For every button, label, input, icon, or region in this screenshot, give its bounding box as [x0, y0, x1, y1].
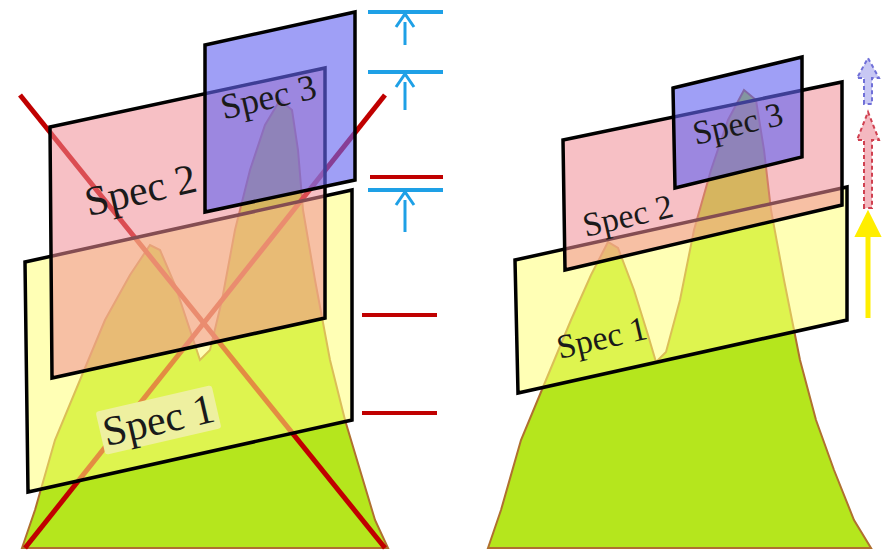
stack-arrow	[866, 232, 871, 318]
stack-arrows	[856, 58, 880, 318]
limit-bar	[362, 313, 437, 317]
arrow-head	[396, 192, 414, 205]
arrow-head	[396, 74, 414, 87]
limit-bar	[362, 411, 437, 415]
arrow-head	[396, 14, 414, 27]
spec-panel: Spec 3	[205, 12, 355, 212]
limit-bar	[370, 175, 443, 179]
stack-arrow	[857, 58, 879, 104]
panel-shape	[205, 12, 355, 212]
tolerance-marks	[362, 12, 443, 413]
spec-panel: Spec 3	[673, 57, 802, 188]
shift-arrow	[404, 82, 407, 110]
shift-arrow	[404, 200, 407, 232]
stack-arrow	[857, 112, 879, 208]
panel-shape	[673, 57, 802, 188]
arrow-head	[856, 212, 880, 236]
shift-arrow	[404, 22, 407, 45]
